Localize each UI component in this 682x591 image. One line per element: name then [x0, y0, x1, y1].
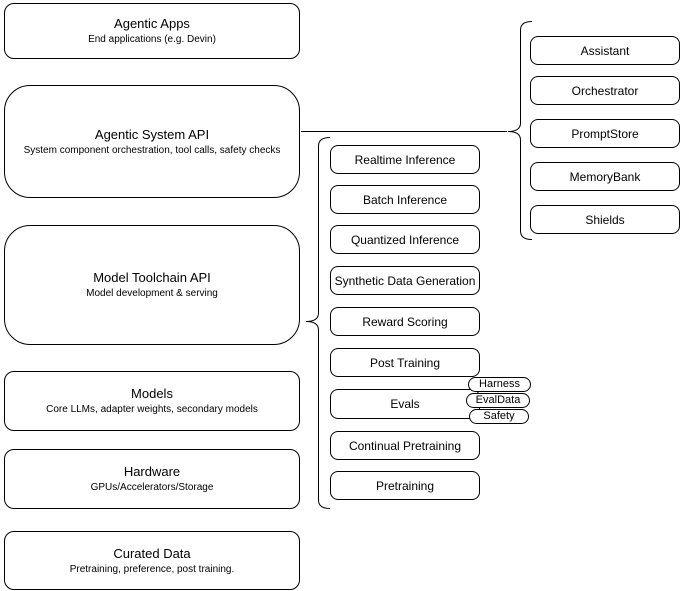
node-agentic-apps: Agentic Apps End applications (e.g. Devi…: [4, 3, 300, 59]
node-shields: Shields: [530, 205, 680, 234]
node-memorybank: MemoryBank: [530, 162, 680, 191]
node-subtitle: Core LLMs, adapter weights, secondary mo…: [46, 404, 258, 415]
node-post-training: Post Training: [330, 348, 480, 377]
node-label: Quantized Inference: [350, 232, 460, 247]
toolchain-brace: [305, 137, 331, 509]
tag-label: Safety: [483, 410, 515, 422]
node-assistant: Assistant: [530, 36, 680, 65]
node-label: MemoryBank: [569, 169, 641, 184]
tag-label: Harness: [479, 378, 520, 390]
node-batch-inference: Batch Inference: [330, 185, 480, 214]
node-reward-scoring: Reward Scoring: [330, 307, 480, 336]
node-label: Reward Scoring: [362, 314, 448, 329]
node-quantized-inference: Quantized Inference: [330, 225, 480, 254]
tag-safety: Safety: [469, 409, 529, 424]
node-orchestrator: Orchestrator: [530, 76, 680, 105]
node-label: Pretraining: [375, 478, 435, 493]
node-subtitle: Model development & serving: [86, 288, 218, 299]
node-models: Models Core LLMs, adapter weights, secon…: [4, 371, 300, 431]
node-label: Orchestrator: [571, 83, 639, 98]
node-label: Continual Pretraining: [348, 438, 462, 453]
node-label: Synthetic Data Generation: [334, 273, 476, 288]
node-label: Shields: [585, 212, 625, 227]
node-curated-data: Curated Data Pretraining, preference, po…: [4, 531, 300, 590]
node-realtime-inference: Realtime Inference: [330, 145, 480, 174]
components-brace: [507, 21, 533, 240]
node-subtitle: GPUs/Accelerators/Storage: [90, 482, 214, 493]
node-promptstore: PromptStore: [530, 119, 680, 148]
node-subtitle: End applications (e.g. Devin): [88, 34, 216, 45]
node-subtitle: System component orchestration, tool cal…: [23, 144, 281, 156]
node-label: Batch Inference: [362, 192, 448, 207]
node-title: Agentic System API: [94, 126, 210, 142]
node-label: Evals: [390, 397, 420, 411]
node-subtitle: Pretraining, preference, post training.: [69, 563, 235, 575]
node-label: Realtime Inference: [354, 152, 456, 167]
tag-harness: Harness: [468, 377, 531, 392]
node-title: Curated Data: [113, 545, 191, 561]
node-model-toolchain-api: Model Toolchain API Model development & …: [4, 225, 300, 345]
tag-evaldata: EvalData: [466, 393, 530, 408]
node-evals: Evals: [330, 389, 480, 419]
node-title: Model Toolchain API: [93, 270, 211, 285]
node-title: Hardware: [123, 464, 181, 479]
tag-label: EvalData: [475, 394, 521, 406]
node-label: Assistant: [580, 43, 630, 58]
node-label: Post Training: [369, 355, 441, 370]
node-title: Agentic Apps: [114, 16, 190, 31]
node-title: Models: [131, 386, 173, 401]
node-label: PromptStore: [571, 126, 639, 141]
node-synthetic-data-generation: Synthetic Data Generation: [330, 266, 480, 295]
node-continual-pretraining: Continual Pretraining: [330, 431, 480, 460]
node-pretraining: Pretraining: [330, 471, 480, 500]
node-hardware: Hardware GPUs/Accelerators/Storage: [4, 449, 300, 509]
node-agentic-system-api: Agentic System API System component orch…: [4, 85, 300, 198]
